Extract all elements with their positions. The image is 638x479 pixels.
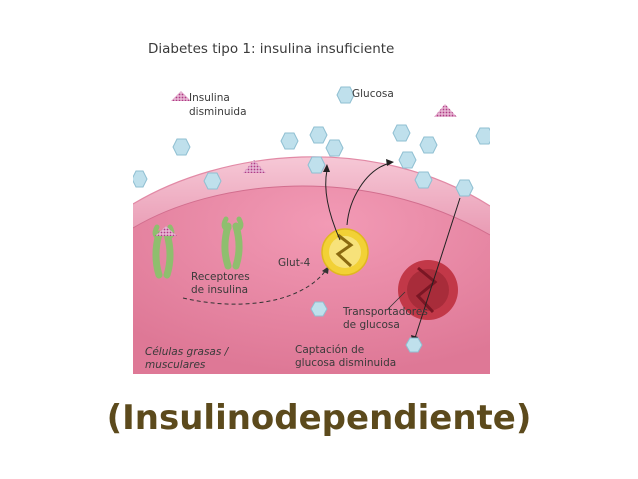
- transporters-label: Transportadores: [342, 306, 428, 318]
- cell-membrane: [133, 156, 490, 235]
- glucose-molecule: [398, 151, 417, 169]
- transporters-label: de glucosa: [343, 319, 400, 331]
- glucose-molecule: [475, 127, 490, 145]
- glucose-molecule: [310, 301, 328, 317]
- glut4-label: Glut-4: [278, 257, 311, 269]
- glucose-molecule: [414, 171, 433, 189]
- glucose-molecule: [203, 172, 222, 190]
- cells-label: Células grasas /: [145, 346, 230, 358]
- diabetes-diagram: Diabetes tipo 1: insulina insuficiente I…: [133, 30, 490, 374]
- glucose-molecule: [392, 124, 411, 142]
- receptors-label: de insulina: [191, 284, 248, 296]
- uptake-label: Captación de: [295, 344, 364, 356]
- glucose-molecule: [405, 337, 423, 353]
- glucose-arrow: [346, 162, 391, 226]
- glucose-arrow: [414, 197, 461, 339]
- cell-interior: [133, 186, 490, 374]
- glut4-transporter: [321, 228, 369, 276]
- glucose-molecule: [455, 179, 474, 197]
- glucose-label: Glucosa: [352, 88, 394, 100]
- glucose-molecule: [307, 156, 326, 174]
- uptake-label: glucosa disminuida: [295, 357, 396, 369]
- glucose-molecule: [336, 86, 355, 104]
- insulin-receptor: [152, 224, 175, 279]
- insulin-triangle: [434, 104, 457, 117]
- caption: (Insulinodependiente): [106, 398, 532, 438]
- glucose-molecule: [280, 132, 299, 150]
- insulin-triangle: [155, 226, 177, 236]
- insulin-triangle: [171, 91, 191, 101]
- insulin-label: disminuida: [189, 106, 247, 118]
- insulin-triangle: [243, 160, 266, 173]
- glucose-molecule: [309, 126, 328, 144]
- cells-label: musculares: [145, 359, 206, 371]
- glucose-molecule: [172, 138, 191, 156]
- insulin-label: Insulina: [189, 92, 230, 104]
- diagram-title: Diabetes tipo 1: insulina insuficiente: [148, 41, 394, 57]
- insulin-receptor: [221, 216, 244, 270]
- glucose-arrow: [325, 169, 341, 241]
- signal-arrow: [182, 269, 327, 305]
- receptors-label: Receptores: [191, 271, 250, 283]
- glucose-molecule: [325, 139, 344, 157]
- glucose-molecule: [419, 136, 438, 154]
- glucose-molecule: [133, 170, 148, 188]
